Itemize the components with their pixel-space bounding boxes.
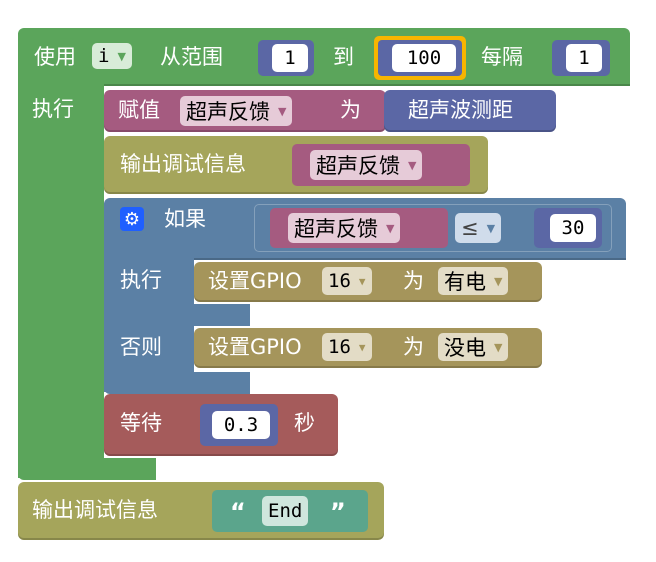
chevron-down-icon: ▼	[494, 340, 503, 354]
loop-to-label: 到	[333, 45, 354, 69]
chevron-down-icon: ▼	[358, 340, 366, 354]
gpio-as-label-then: 为	[403, 269, 424, 293]
gpio-state-dropdown-then[interactable]: 有电 ▼	[438, 267, 509, 295]
chevron-down-icon: ▼	[486, 221, 496, 235]
loop-do-label: 执行	[32, 97, 74, 121]
compare-variable-dropdown[interactable]: 超声反馈 ▼	[288, 213, 401, 243]
if-else-bottom[interactable]	[104, 372, 250, 394]
if-else-middle[interactable]	[104, 304, 250, 326]
operator-symbol: ≤	[461, 216, 479, 240]
compare-variable-name: 超声反馈	[294, 217, 378, 241]
text-value: End	[268, 500, 303, 522]
gpio-pin-dropdown-then[interactable]: 16 ▼	[322, 267, 372, 295]
gpio-state-then: 有电	[444, 270, 486, 294]
gear-icon[interactable]: ⚙	[120, 207, 144, 231]
close-quote-icon: ”	[330, 498, 346, 526]
gpio-state-else: 没电	[444, 336, 486, 360]
wait-label: 等待	[120, 411, 162, 435]
operator-dropdown[interactable]: ≤ ▼	[455, 213, 502, 243]
chevron-down-icon: ▼	[408, 158, 417, 172]
set-gpio-label-then: 设置GPIO	[208, 269, 302, 293]
assign-label: 赋值	[118, 98, 160, 122]
for-loop-bottom[interactable]	[18, 458, 156, 480]
ultrasonic-distance-block[interactable]	[384, 90, 556, 132]
step-value-field[interactable]: 1	[566, 44, 602, 72]
set-gpio-label-else: 设置GPIO	[208, 335, 302, 359]
debug-print-label-2: 输出调试信息	[32, 498, 158, 522]
debug-variable-name-1: 超声反馈	[316, 154, 400, 178]
loop-use-label: 使用	[34, 45, 76, 69]
chevron-down-icon: ▼	[358, 274, 366, 288]
then-label: 执行	[120, 268, 162, 292]
compare-value-field[interactable]: 30	[550, 214, 596, 242]
for-loop-spine[interactable]	[18, 84, 104, 478]
debug-variable-dropdown-1[interactable]: 超声反馈 ▼	[310, 150, 423, 180]
chevron-down-icon: ▼	[386, 221, 395, 235]
chevron-down-icon: ▼	[278, 104, 287, 118]
assign-variable-dropdown[interactable]: 超声反馈 ▼	[180, 96, 293, 126]
loop-variable-dropdown[interactable]: i ▼	[92, 43, 132, 69]
from-value-field[interactable]: 1	[272, 44, 308, 72]
if-label: 如果	[164, 207, 206, 231]
gpio-pin-then: 16	[328, 270, 351, 292]
assign-as-label: 为	[340, 98, 361, 122]
to-value-field[interactable]: 100	[392, 44, 456, 72]
else-label: 否则	[120, 335, 162, 359]
gpio-as-label-else: 为	[403, 335, 424, 359]
gpio-state-dropdown-else[interactable]: 没电 ▼	[438, 333, 509, 361]
wait-value-field[interactable]: 0.3	[212, 411, 270, 439]
gpio-pin-else: 16	[328, 336, 351, 358]
gpio-pin-dropdown-else[interactable]: 16 ▼	[322, 333, 372, 361]
chevron-down-icon: ▼	[117, 49, 126, 63]
wait-unit-label: 秒	[294, 411, 315, 435]
loop-step-label: 每隔	[481, 45, 523, 69]
loop-from-range-label: 从范围	[160, 45, 223, 69]
open-quote-icon: “	[230, 498, 246, 526]
debug-print-label-1: 输出调试信息	[120, 152, 246, 176]
ultrasonic-distance-label: 超声波测距	[408, 98, 513, 122]
loop-variable-name: i	[98, 45, 110, 67]
text-value-field[interactable]: End	[262, 496, 309, 526]
assign-variable-name: 超声反馈	[186, 100, 270, 124]
chevron-down-icon: ▼	[494, 274, 503, 288]
